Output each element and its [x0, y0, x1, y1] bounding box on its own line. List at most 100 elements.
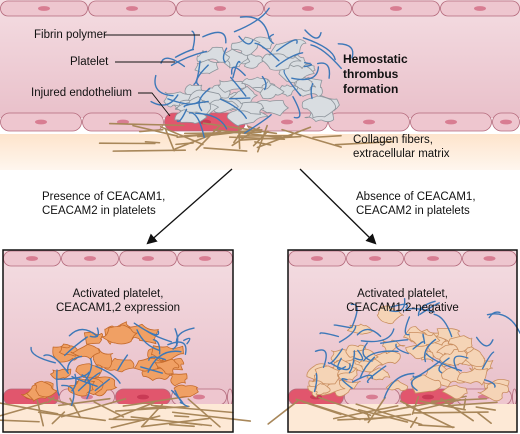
- collagen-fiber: [281, 128, 342, 148]
- fibrin-strand: [154, 74, 174, 97]
- fibrin-polymer-label: Fibrin polymer: [34, 29, 107, 41]
- platelet-shape: [268, 38, 307, 59]
- cell-nucleus: [38, 6, 50, 11]
- collagen-fiber: [93, 401, 125, 418]
- fibrin-strand: [313, 372, 318, 393]
- fibrin-strand: [77, 372, 101, 392]
- fibrin-strand: [230, 76, 247, 97]
- fibrin-strand: [174, 48, 195, 58]
- platelet-shape: [101, 324, 138, 345]
- fibrin-strand: [395, 343, 409, 355]
- collagen-fiber: [180, 421, 203, 426]
- fibrin-strand: [56, 369, 60, 396]
- fibrin-strand: [188, 112, 205, 138]
- cell-nucleus: [193, 394, 205, 400]
- collagen-fiber: [140, 417, 210, 428]
- collagen-fiber: [203, 147, 248, 152]
- fibrin-strand: [412, 341, 424, 350]
- right-fibrin-mesh: [313, 298, 520, 399]
- fibrin-strand: [222, 47, 228, 63]
- fibrin-strand: [170, 50, 208, 67]
- branch-arrows: [146, 168, 377, 245]
- collagen-fiber: [475, 406, 496, 411]
- collagen-fiber: [164, 127, 175, 152]
- fibrin-strand: [354, 349, 364, 361]
- fibrin-strand: [176, 108, 188, 123]
- fibrin-strand: [390, 303, 409, 309]
- cell-nucleus: [445, 119, 457, 125]
- collagen-fiber: [171, 411, 252, 422]
- fibrin-strand: [338, 325, 357, 343]
- cell-nucleus: [427, 256, 439, 261]
- fibrin-strand: [30, 346, 56, 364]
- fibrin-strand: [147, 350, 182, 373]
- platelet-shape: [376, 305, 404, 325]
- platelet-shape: [439, 348, 468, 366]
- fibrin-strand: [152, 339, 161, 355]
- fibrin-strand: [417, 300, 436, 317]
- fibrin-strand: [412, 360, 441, 378]
- fibrin-strand: [231, 66, 246, 77]
- right-collagen-fibers: [267, 395, 498, 429]
- thrombus-label: Hemostatic thrombus formation: [343, 52, 408, 97]
- fibrin-strand: [310, 82, 314, 100]
- fibrin-strand: [404, 316, 411, 336]
- top-collagen-fibers: [98, 122, 394, 153]
- collagen-fiber: [0, 419, 40, 423]
- fibrin-strand: [160, 57, 186, 68]
- fibrin-strand: [275, 52, 304, 68]
- fibrin-strand: [133, 322, 160, 336]
- fibrin-strand: [317, 62, 331, 79]
- collagen-fiber: [168, 423, 195, 428]
- left-panel-frame: [2, 249, 234, 433]
- fibrin-strand: [64, 336, 88, 357]
- fibrin-strand: [336, 357, 347, 370]
- left-branch-line-2: CEACAM2 in platelets: [42, 205, 156, 217]
- fibrin-strand: [191, 30, 196, 50]
- top-vessel: [0, 0, 520, 170]
- right-branch-line-1: Absence of CEACAM1,: [356, 191, 476, 203]
- fibrin-strand: [43, 354, 69, 374]
- collagen-fiber: [334, 140, 394, 146]
- fibrin-strand: [310, 44, 342, 70]
- platelet-shape: [457, 367, 488, 386]
- left-collagen-fibers: [0, 395, 252, 429]
- top-fibrin-mesh: [150, 7, 354, 138]
- cell-nucleus: [84, 256, 96, 261]
- cell-nucleus: [483, 256, 496, 261]
- collagen-fiber: [173, 415, 190, 418]
- fibrin-strand: [219, 98, 247, 119]
- collagen-fiber: [477, 412, 492, 425]
- cell-nucleus: [366, 394, 378, 400]
- fibrin-strand: [174, 390, 189, 407]
- fibrin-strand: [362, 342, 373, 362]
- collagen-fiber: [154, 404, 234, 414]
- leader-lines: [104, 34, 200, 117]
- platelet-shape: [217, 79, 247, 93]
- fibrin-strand: [360, 328, 395, 343]
- collagen-label: Collagen fibers, extracellular matrix: [353, 133, 450, 161]
- top-platelet-cluster: [163, 36, 340, 127]
- collagen-fiber: [0, 401, 48, 417]
- platelet-shape: [169, 373, 188, 387]
- platelet-shape: [301, 95, 336, 118]
- fibrin-strand: [356, 328, 382, 338]
- fibrin-strand: [475, 336, 494, 347]
- fibrin-strand: [136, 329, 161, 352]
- collagen-fiber: [195, 124, 222, 151]
- collagen-fiber: [254, 141, 272, 146]
- fibrin-strand: [484, 379, 496, 388]
- fibrin-strand: [363, 350, 399, 362]
- fibrin-strand: [195, 64, 209, 86]
- cell-nucleus: [500, 119, 512, 125]
- cell-nucleus: [302, 6, 314, 11]
- fibrin-strand: [422, 333, 426, 344]
- endothelial-cell: [227, 388, 233, 406]
- right-platelet-cluster: [306, 305, 510, 402]
- fibrin-strand: [94, 378, 111, 392]
- fibrin-strand: [314, 349, 327, 368]
- collagen-fiber: [405, 404, 454, 429]
- collagen-fiber: [51, 411, 66, 425]
- collagen-fiber: [267, 400, 299, 425]
